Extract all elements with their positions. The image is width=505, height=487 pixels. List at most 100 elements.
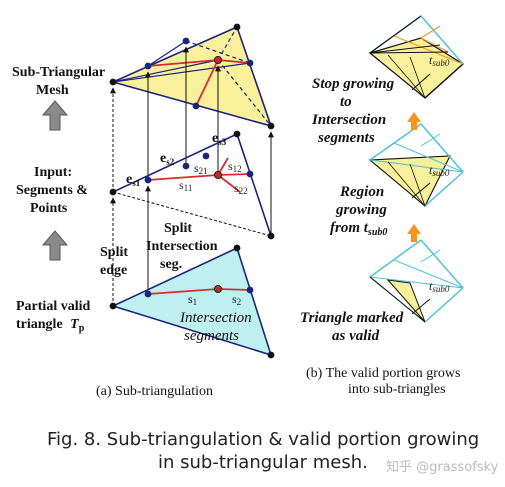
right-top-mesh bbox=[369, 44, 441, 54]
label-tsub0-bot-sub: sub0 bbox=[432, 284, 450, 294]
gray-up-arrow-bottom bbox=[41, 230, 69, 261]
left-label-column: Sub-Triangular Mesh Input: Segments & Po… bbox=[12, 65, 105, 334]
right-top-mesh bbox=[409, 56, 426, 99]
vertex bbox=[109, 188, 117, 196]
right-top-mesh bbox=[420, 25, 441, 39]
label-stop-3: Intersection bbox=[311, 112, 386, 128]
label-intersection-1: Intersection bbox=[179, 310, 252, 326]
label-tsub0-mid-main: t bbox=[429, 163, 433, 177]
right-mid-mesh bbox=[420, 133, 441, 147]
vertex bbox=[233, 130, 241, 138]
right-mid-edge bbox=[420, 123, 464, 173]
figure-caption-1: Fig. 8. Sub-triangulation & valid portio… bbox=[47, 429, 479, 450]
label-region-3-sub: sub0 bbox=[367, 227, 387, 238]
label-partial-1: Partial valid bbox=[16, 299, 90, 314]
label-marked-1: Triangle marked bbox=[300, 310, 404, 326]
label-s12-sub: 12 bbox=[233, 164, 242, 174]
label-s1: s1 bbox=[188, 292, 197, 307]
vertex bbox=[109, 78, 117, 86]
red-segment bbox=[147, 59, 219, 67]
label-split-inter-2: Intersection bbox=[146, 239, 218, 254]
label-es1-main: e bbox=[126, 172, 132, 187]
right-triangle-top: tsub0 bbox=[368, 15, 464, 99]
right-mid-mesh bbox=[387, 161, 426, 207]
watermark: 知乎 @grassofsky bbox=[386, 459, 499, 475]
mesh-line bbox=[112, 62, 251, 83]
label-s2-main: s bbox=[232, 292, 237, 306]
intersection-point bbox=[213, 284, 222, 293]
mesh-line bbox=[147, 40, 187, 67]
vertex bbox=[267, 232, 275, 240]
label-stop-4: segments bbox=[317, 130, 375, 146]
right-mid-yellow bbox=[368, 155, 451, 207]
split-point bbox=[144, 176, 152, 184]
label-tsub0-bot-main: t bbox=[429, 279, 433, 293]
label-s21: s21 bbox=[194, 161, 208, 176]
vertex bbox=[233, 244, 241, 252]
input-base-dashed bbox=[112, 191, 272, 237]
label-stop-1: Stop growing bbox=[312, 76, 395, 92]
vertex bbox=[109, 302, 117, 310]
top-triangle-fill bbox=[110, 25, 273, 128]
vertex bbox=[233, 23, 241, 31]
right-bot-edge bbox=[420, 239, 464, 289]
label-partial-2: triangle Tp bbox=[16, 317, 85, 334]
split-point bbox=[182, 162, 190, 170]
label-tsub0-top: tsub0 bbox=[429, 53, 450, 68]
right-mid-mesh bbox=[409, 163, 426, 207]
label-marked-2: as valid bbox=[332, 328, 380, 344]
right-bot-edge bbox=[369, 239, 422, 278]
label-partial-symbol: T bbox=[70, 317, 80, 332]
label-s12-main: s bbox=[228, 159, 233, 173]
caption-a: (a) Sub-triangulation bbox=[96, 384, 213, 399]
label-s22-main: s bbox=[234, 181, 239, 195]
label-s2-sub: 2 bbox=[237, 297, 242, 307]
orange-up-arrow-top bbox=[407, 112, 421, 130]
mesh-line bbox=[112, 59, 219, 83]
label-tsub0-mid-sub: sub0 bbox=[432, 168, 450, 178]
right-bot-mesh bbox=[369, 276, 464, 289]
label-tsub0-bot: tsub0 bbox=[429, 279, 450, 294]
label-split-inter-1: Split bbox=[164, 221, 192, 236]
label-intersection-2: segments bbox=[184, 328, 239, 344]
gray-up-arrow-top bbox=[41, 100, 69, 131]
split-point bbox=[144, 290, 152, 298]
right-bot-mesh bbox=[420, 249, 441, 263]
cyan-triangle-fill bbox=[110, 246, 273, 357]
label-split-inter-3: seg. bbox=[160, 257, 182, 272]
label-partial-sub: p bbox=[79, 323, 85, 334]
right-top-edge bbox=[424, 63, 464, 99]
label-s2: s2 bbox=[232, 292, 241, 307]
vertex bbox=[267, 351, 275, 359]
right-top-edge bbox=[369, 15, 422, 54]
right-top-edge bbox=[420, 15, 464, 65]
red-segment bbox=[217, 173, 251, 176]
label-split-edge-2: edge bbox=[100, 263, 127, 278]
label-region-3: from tsub0 bbox=[330, 220, 387, 238]
red-segment bbox=[217, 174, 241, 193]
label-s12: s12 bbox=[228, 159, 242, 174]
label-tsub0-mid: tsub0 bbox=[429, 163, 450, 178]
right-top-mesh bbox=[369, 51, 449, 54]
label-es2: es2 bbox=[160, 151, 175, 167]
split-point bbox=[202, 152, 210, 160]
label-tsub0-top-sub: sub0 bbox=[432, 58, 450, 68]
top-mesh-triangle bbox=[109, 23, 275, 130]
label-stop-2: to bbox=[340, 94, 352, 110]
right-triangle-middle: tsub0 bbox=[368, 123, 464, 207]
figure-caption-2: in sub-triangular mesh. bbox=[158, 452, 368, 473]
label-s21-sub: 21 bbox=[199, 166, 208, 176]
right-mid-mesh bbox=[369, 159, 464, 173]
label-tsub0-top-main: t bbox=[429, 53, 433, 67]
mesh-line-dashed bbox=[185, 40, 251, 64]
red-segment bbox=[195, 59, 219, 107]
right-top-mesh bbox=[420, 37, 449, 53]
label-s11-main: s bbox=[179, 178, 184, 192]
right-triangle-bottom: tsub0 bbox=[369, 239, 464, 323]
tsub0-arrow bbox=[411, 182, 431, 199]
label-es3-sub: s3 bbox=[218, 137, 227, 147]
label-s11-sub: 11 bbox=[184, 183, 193, 193]
right-top-mesh bbox=[387, 54, 426, 99]
label-es3-main: e bbox=[212, 131, 218, 146]
